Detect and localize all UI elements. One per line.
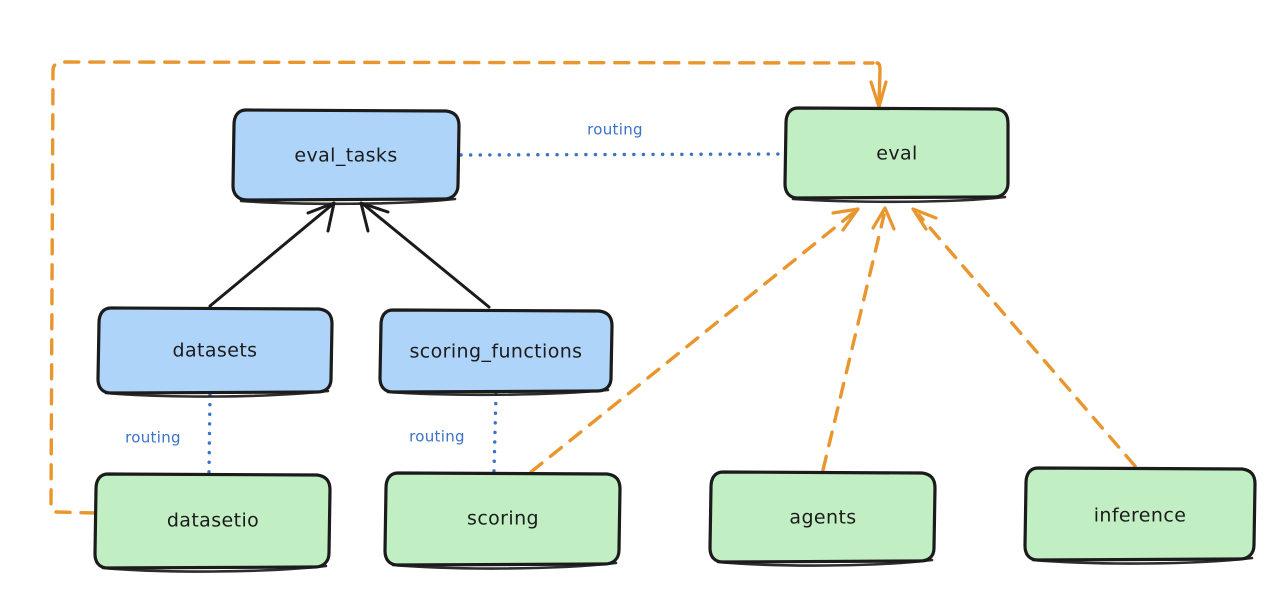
node-label-scoring-functions: scoring_functions xyxy=(410,341,583,363)
node-label-eval-tasks: eval_tasks xyxy=(294,145,397,167)
node-label-scoring: scoring xyxy=(467,508,539,530)
edge-scoring_functions-to-eval_tasks xyxy=(359,201,491,309)
node-label-datasetio: datasetio xyxy=(167,510,259,532)
node-datasets[interactable]: datasets xyxy=(96,306,334,398)
node-eval-tasks[interactable]: eval_tasks xyxy=(231,108,461,206)
edge-agents-to-eval xyxy=(821,206,896,472)
node-eval[interactable]: eval xyxy=(783,106,1010,204)
node-label-inference: inference xyxy=(1094,505,1187,527)
edge-label-routing-scoring-functions: routing xyxy=(409,428,465,446)
edge-scoring_functions-to-scoring xyxy=(492,392,498,473)
node-scoring-functions[interactable]: scoring_functions xyxy=(378,308,614,397)
edge-datasets-to-datasetio xyxy=(207,393,212,474)
edge-label-routing-top: routing xyxy=(587,121,643,139)
edge-scoring-to-eval xyxy=(529,207,860,474)
node-inference[interactable]: inference xyxy=(1023,466,1257,565)
edge-label-routing-datasets: routing xyxy=(125,429,181,447)
node-label-datasets: datasets xyxy=(173,340,258,362)
edge-inference-to-eval xyxy=(911,207,1137,468)
edge-eval_tasks-to-eval xyxy=(459,152,785,157)
edge-datasets-to-eval_tasks xyxy=(208,201,336,308)
edge-datasetio-to-eval xyxy=(49,60,888,515)
node-label-agents: agents xyxy=(789,507,856,529)
node-label-eval: eval xyxy=(876,143,917,165)
node-agents[interactable]: agents xyxy=(708,470,937,567)
node-datasetio[interactable]: datasetio xyxy=(93,472,332,573)
node-scoring[interactable]: scoring xyxy=(383,471,622,570)
